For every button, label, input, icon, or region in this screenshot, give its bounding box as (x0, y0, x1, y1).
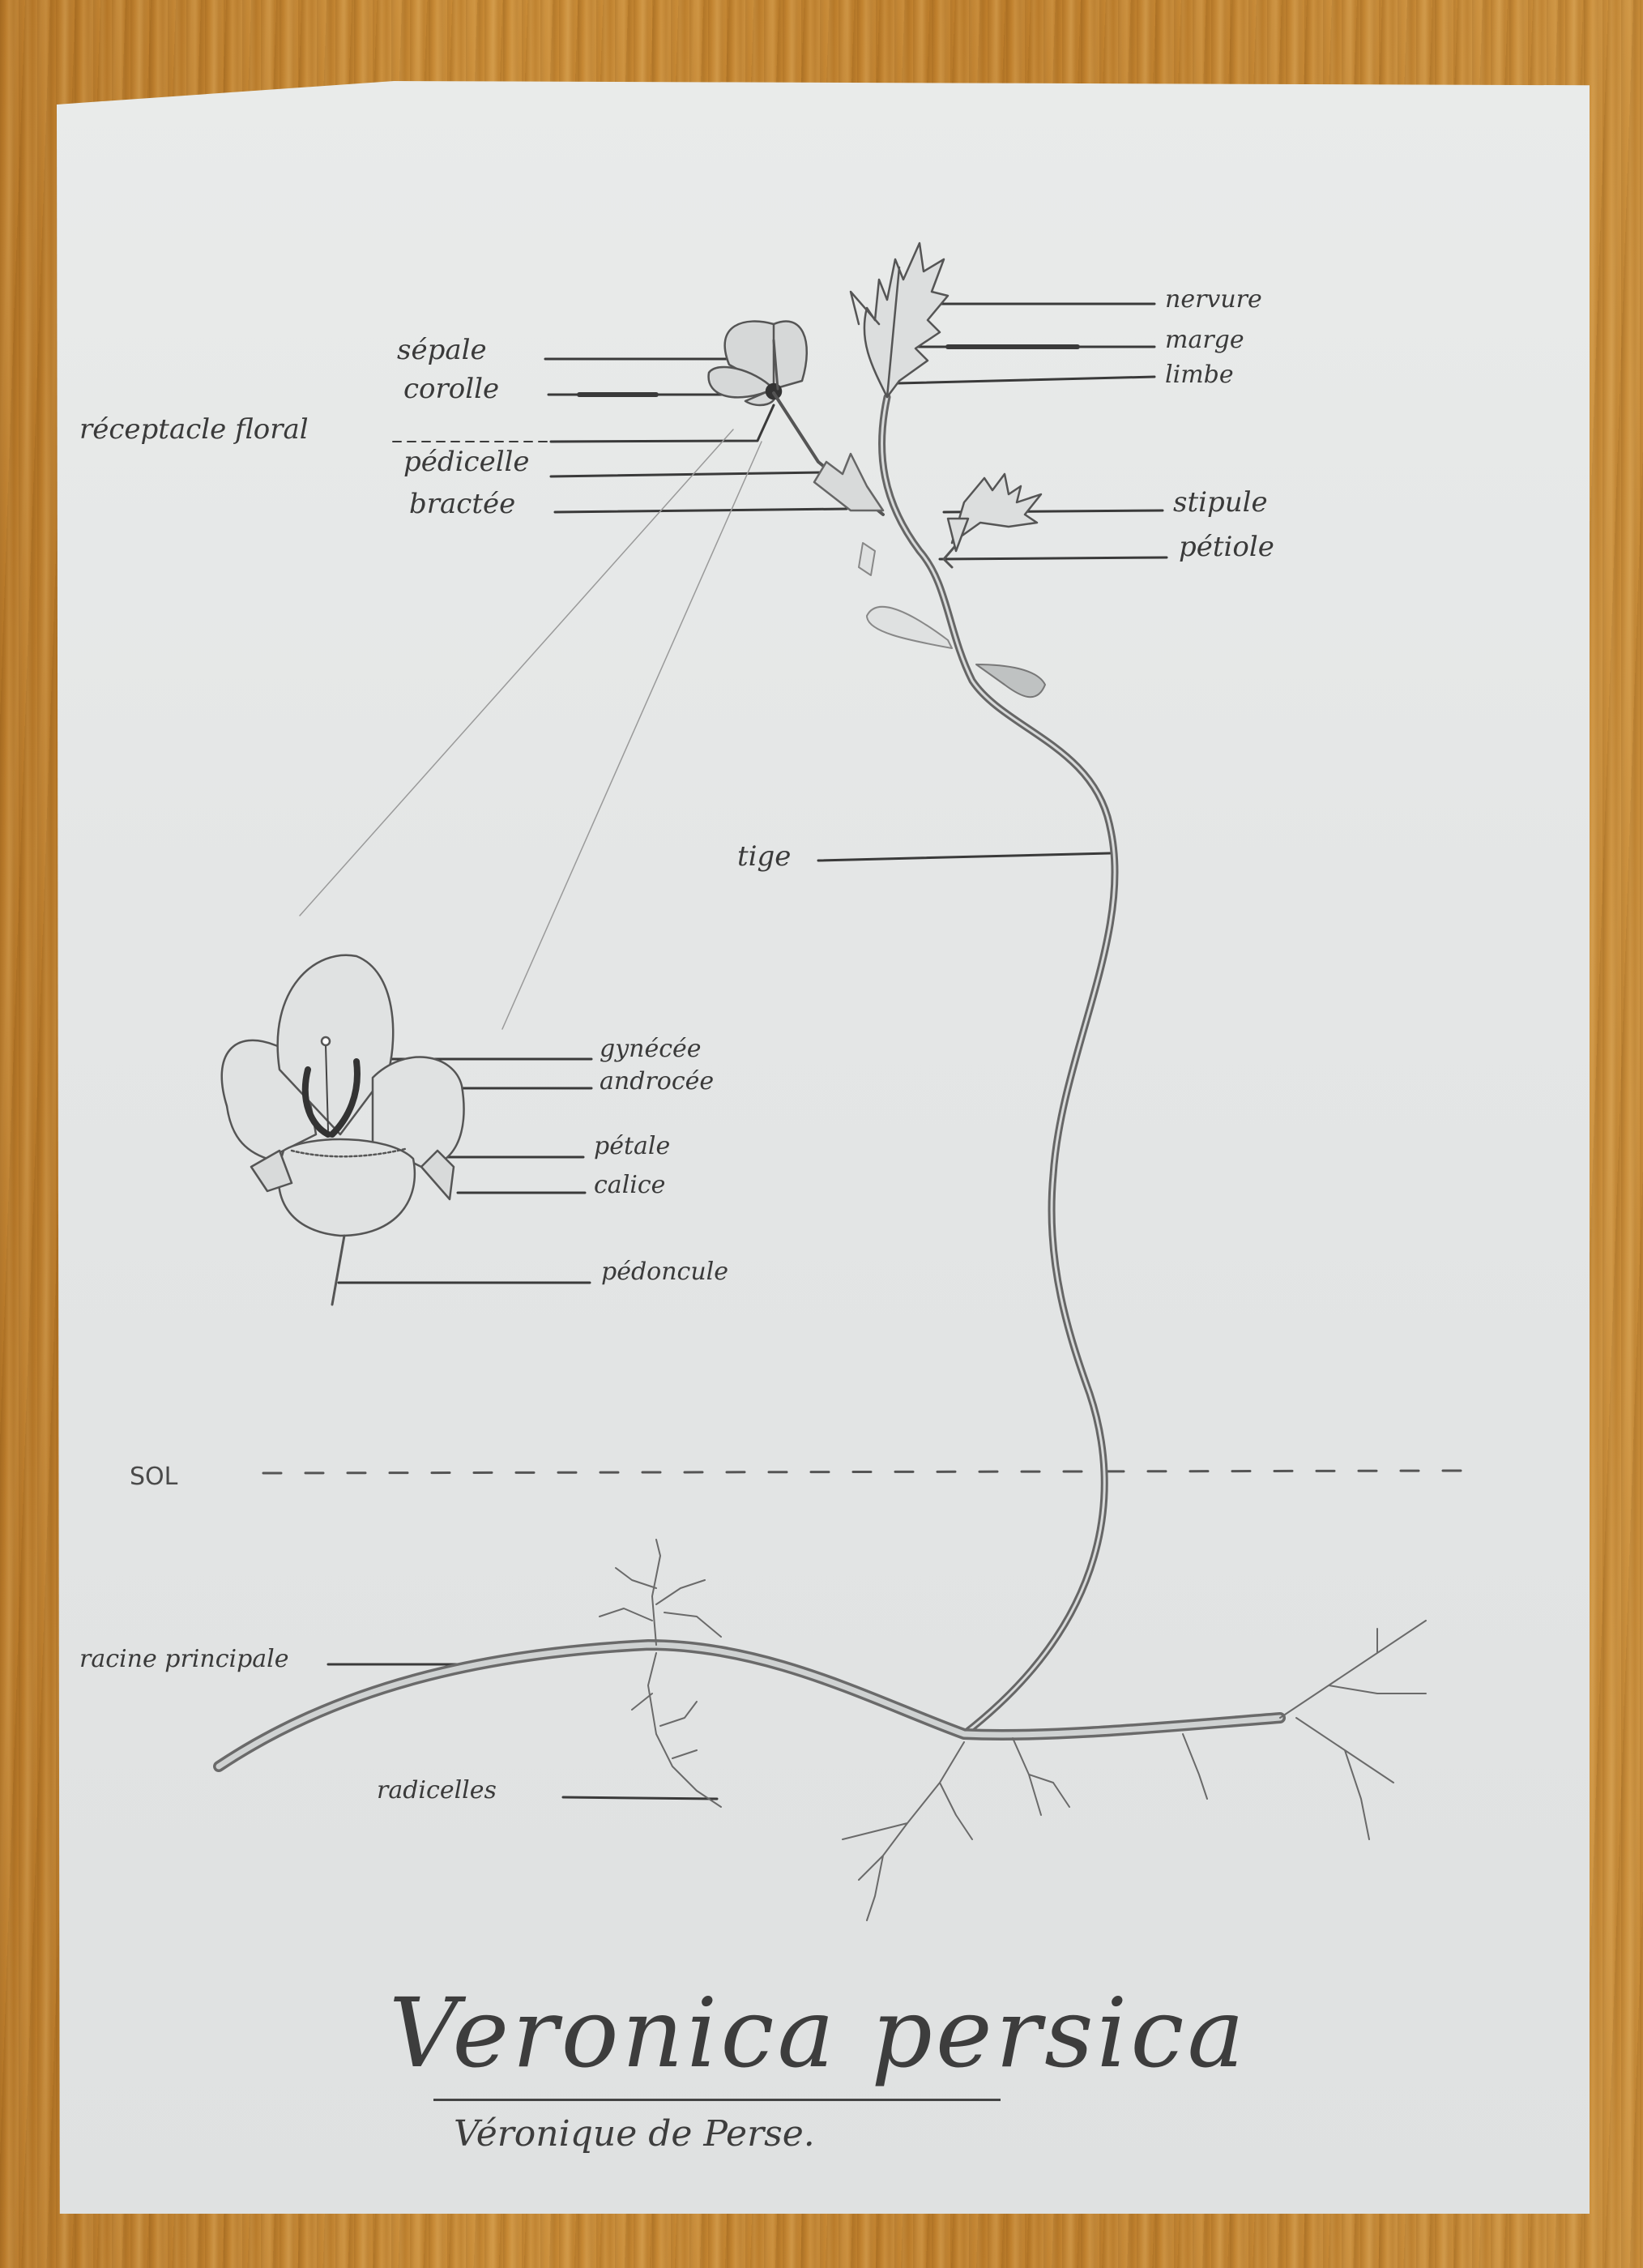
label-corolle: corolle (403, 373, 500, 405)
label-racine-principale: racine principale (79, 1645, 289, 1673)
label-receptacle-floral: réceptacle floral (79, 413, 309, 446)
stipule-leaf (946, 472, 1043, 553)
label-bractee: bractée (409, 488, 516, 520)
flower-detail (220, 954, 465, 1306)
leader-line-stem (817, 852, 1112, 862)
label-sepale: sépale (397, 334, 487, 366)
leader-lines-top-flower (392, 357, 848, 514)
label-radicelles: radicelles (377, 1776, 497, 1805)
label-petiole: pétiole (1179, 531, 1274, 563)
label-pedoncule: pédoncule (601, 1258, 729, 1286)
soil-line (262, 1469, 1468, 1475)
top-leaf (849, 241, 950, 399)
label-androcee: androcée (600, 1067, 715, 1096)
rootlets (599, 1539, 1427, 1921)
label-petale: pétale (594, 1132, 671, 1160)
label-calice: calice (594, 1171, 666, 1199)
label-tige: tige (737, 840, 792, 873)
label-sol: SOL (130, 1463, 178, 1491)
stem (878, 393, 1119, 1738)
title-underline (433, 2099, 1001, 2101)
scientific-name-title: Veronica persica (389, 1977, 1248, 2089)
common-name-subtitle: Véronique de Perse. (454, 2113, 815, 2155)
label-marge: marge (1165, 326, 1244, 354)
label-gynecee: gynécée (600, 1035, 702, 1063)
label-stipule: stipule (1173, 486, 1268, 519)
zoom-guide-lines (299, 429, 762, 1030)
top-flower (707, 320, 809, 407)
label-pedicelle: pédicelle (403, 446, 530, 478)
label-limbe: limbe (1165, 361, 1234, 389)
side-leaves (858, 542, 1046, 698)
label-nervure: nervure (1165, 285, 1262, 314)
bract (813, 452, 885, 512)
